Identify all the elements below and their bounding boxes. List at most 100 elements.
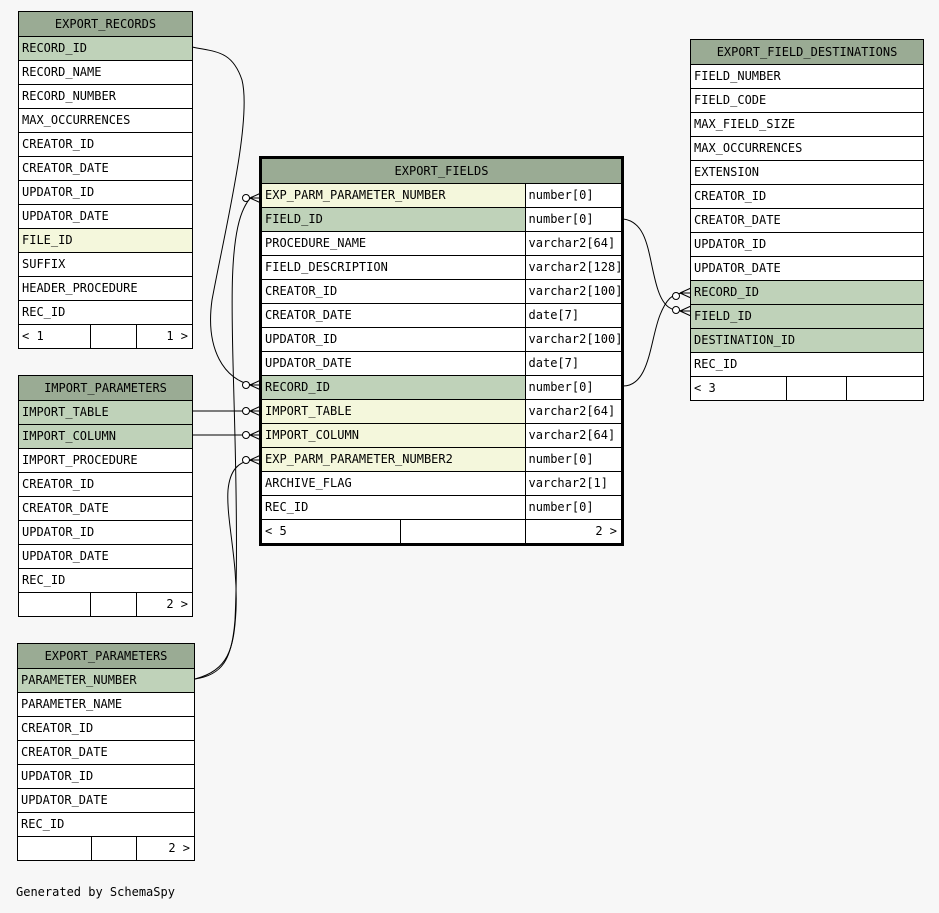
table-header[interactable]: EXPORT_FIELDS — [262, 159, 621, 183]
column-row[interactable]: PROCEDURE_NAME varchar2[64] — [262, 231, 621, 255]
column-row[interactable]: UPDATOR_ID — [19, 520, 192, 544]
column-row[interactable]: FIELD_CODE — [691, 88, 923, 112]
table-title: EXPORT_PARAMETERS — [44, 649, 168, 663]
table-title: EXPORT_RECORDS — [54, 17, 157, 31]
column-row[interactable]: REC_ID — [18, 812, 194, 836]
column-row[interactable]: IMPORT_TABLE — [19, 400, 192, 424]
link-record-id — [191, 46, 253, 386]
column-row[interactable]: MAX_OCCURRENCES — [19, 108, 192, 132]
column-type: number[0] — [524, 208, 621, 231]
column-type: varchar2[64] — [524, 400, 621, 423]
column-row[interactable]: FIELD_ID — [691, 304, 923, 328]
column-row[interactable]: UPDATOR_DATE — [18, 788, 194, 812]
table-header[interactable]: EXPORT_FIELD_DESTINATIONS — [691, 40, 923, 64]
column-row[interactable]: FIELD_DESCRIPTION varchar2[128] — [262, 255, 621, 279]
parents-count[interactable] — [19, 593, 90, 616]
column-row[interactable]: UPDATOR_ID — [18, 764, 194, 788]
column-row[interactable]: REC_ID — [19, 568, 192, 592]
column-name: REC_ID — [265, 500, 309, 514]
children-count[interactable]: 2 > — [136, 837, 194, 860]
column-row[interactable]: IMPORT_PROCEDURE — [19, 448, 192, 472]
table-export-parameters[interactable]: EXPORT_PARAMETERS PARAMETER_NUMBER PARAMET… — [17, 643, 195, 861]
column-name: CREATOR_DATE — [22, 161, 109, 175]
column-row[interactable]: SUFFIX — [19, 252, 192, 276]
column-row[interactable]: RECORD_ID — [19, 36, 192, 60]
column-row[interactable]: FILE_ID — [19, 228, 192, 252]
column-row[interactable]: RECORD_ID — [691, 280, 923, 304]
column-name: FIELD_CODE — [694, 93, 767, 107]
table-footer: 2 > — [18, 836, 194, 860]
column-row[interactable]: CREATOR_ID — [19, 472, 192, 496]
table-header[interactable]: EXPORT_PARAMETERS — [18, 644, 194, 668]
table-header[interactable]: EXPORT_RECORDS — [19, 12, 192, 36]
parents-count[interactable]: < 1 — [22, 329, 44, 343]
parents-count[interactable]: < 3 — [694, 381, 716, 395]
column-name: UPDATOR_ID — [21, 769, 94, 783]
children-count[interactable]: 2 > — [135, 593, 192, 616]
column-row[interactable]: UPDATOR_DATE — [19, 544, 192, 568]
column-row[interactable]: CREATOR_ID — [18, 716, 194, 740]
column-type: date[7] — [524, 352, 621, 375]
column-row[interactable]: CREATOR_DATE — [19, 496, 192, 520]
column-row[interactable]: REC_ID — [19, 300, 192, 324]
column-type: varchar2[128] — [524, 256, 621, 279]
column-name: CREATOR_DATE — [22, 501, 109, 515]
column-row[interactable]: EXTENSION — [691, 160, 923, 184]
column-row[interactable]: RECORD_NAME — [19, 60, 192, 84]
column-row[interactable]: DESTINATION_ID — [691, 328, 923, 352]
generated-by-note: Generated by SchemaSpy — [16, 885, 175, 899]
table-export-records[interactable]: EXPORT_RECORDS RECORD_ID RECORD_NAME RECORD… — [18, 11, 193, 349]
column-row[interactable]: MAX_OCCURRENCES — [691, 136, 923, 160]
column-row[interactable]: CREATOR_DATE — [18, 740, 194, 764]
column-row[interactable]: MAX_FIELD_SIZE — [691, 112, 923, 136]
column-name: FIELD_DESCRIPTION — [265, 260, 388, 274]
column-row[interactable]: UPDATOR_DATE — [19, 204, 192, 228]
column-name: DESTINATION_ID — [694, 333, 796, 347]
column-row[interactable]: IMPORT_COLUMN — [19, 424, 192, 448]
column-row[interactable]: UPDATOR_ID — [691, 232, 923, 256]
column-name: CREATOR_ID — [21, 721, 94, 735]
table-header[interactable]: IMPORT_PARAMETERS — [19, 376, 192, 400]
column-row[interactable]: CREATOR_DATE — [691, 208, 923, 232]
column-name: ARCHIVE_FLAG — [265, 476, 352, 490]
column-name: RECORD_ID — [694, 285, 760, 299]
column-row[interactable]: CREATOR_ID — [19, 132, 192, 156]
column-row[interactable]: CREATOR_DATE — [19, 156, 192, 180]
column-name: PROCEDURE_NAME — [265, 236, 367, 250]
link-field-id — [622, 218, 685, 312]
column-row[interactable]: RECORD_NUMBER — [19, 84, 192, 108]
children-count[interactable]: 2 > — [524, 520, 621, 543]
column-row[interactable]: UPDATOR_DATE — [691, 256, 923, 280]
column-row[interactable]: HEADER_PROCEDURE — [19, 276, 192, 300]
column-type: varchar2[64] — [524, 232, 621, 255]
parents-count[interactable] — [18, 837, 91, 860]
column-row[interactable]: PARAMETER_NAME — [18, 692, 194, 716]
column-row[interactable]: PARAMETER_NUMBER — [18, 668, 194, 692]
parents-count[interactable]: < 5 — [265, 524, 287, 538]
column-row[interactable]: REC_ID — [691, 352, 923, 376]
children-count[interactable] — [846, 377, 923, 400]
children-count[interactable]: 1 > — [135, 325, 192, 348]
column-name: CREATOR_DATE — [694, 213, 781, 227]
column-row[interactable]: FIELD_NUMBER — [691, 64, 923, 88]
column-name: PARAMETER_NAME — [21, 697, 123, 711]
link-parm-number — [194, 196, 253, 680]
column-name: RECORD_NAME — [22, 65, 102, 79]
column-row[interactable]: UPDATOR_ID — [19, 180, 192, 204]
column-row[interactable]: CREATOR_ID — [691, 184, 923, 208]
